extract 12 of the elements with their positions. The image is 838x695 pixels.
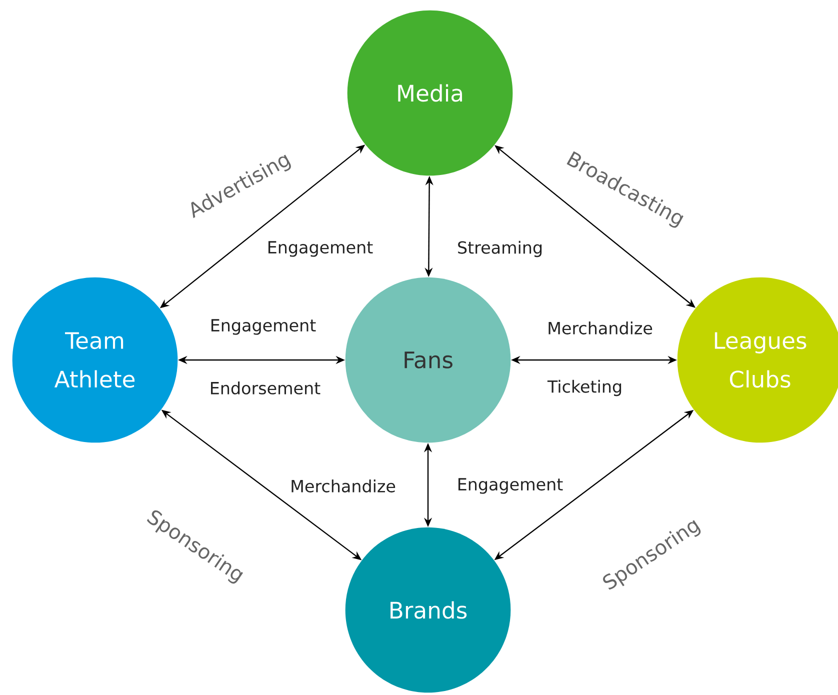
text-label: Engagement [268, 241, 373, 257]
circle-node: Team Athlete [12, 277, 178, 443]
text-label: Ticketing [547, 380, 622, 396]
text-label: Engagement [458, 478, 563, 494]
edge-label: Merchandize [292, 480, 396, 492]
edge-label: Streaming [458, 240, 542, 258]
text-label: Endorsement [211, 382, 320, 394]
circle-node: Fans [345, 277, 511, 443]
circle-node: Media [347, 10, 513, 176]
edge-label: Engagement [211, 319, 316, 335]
circle-node: Brands [345, 527, 511, 693]
edge-label: Merchandize [548, 322, 652, 334]
